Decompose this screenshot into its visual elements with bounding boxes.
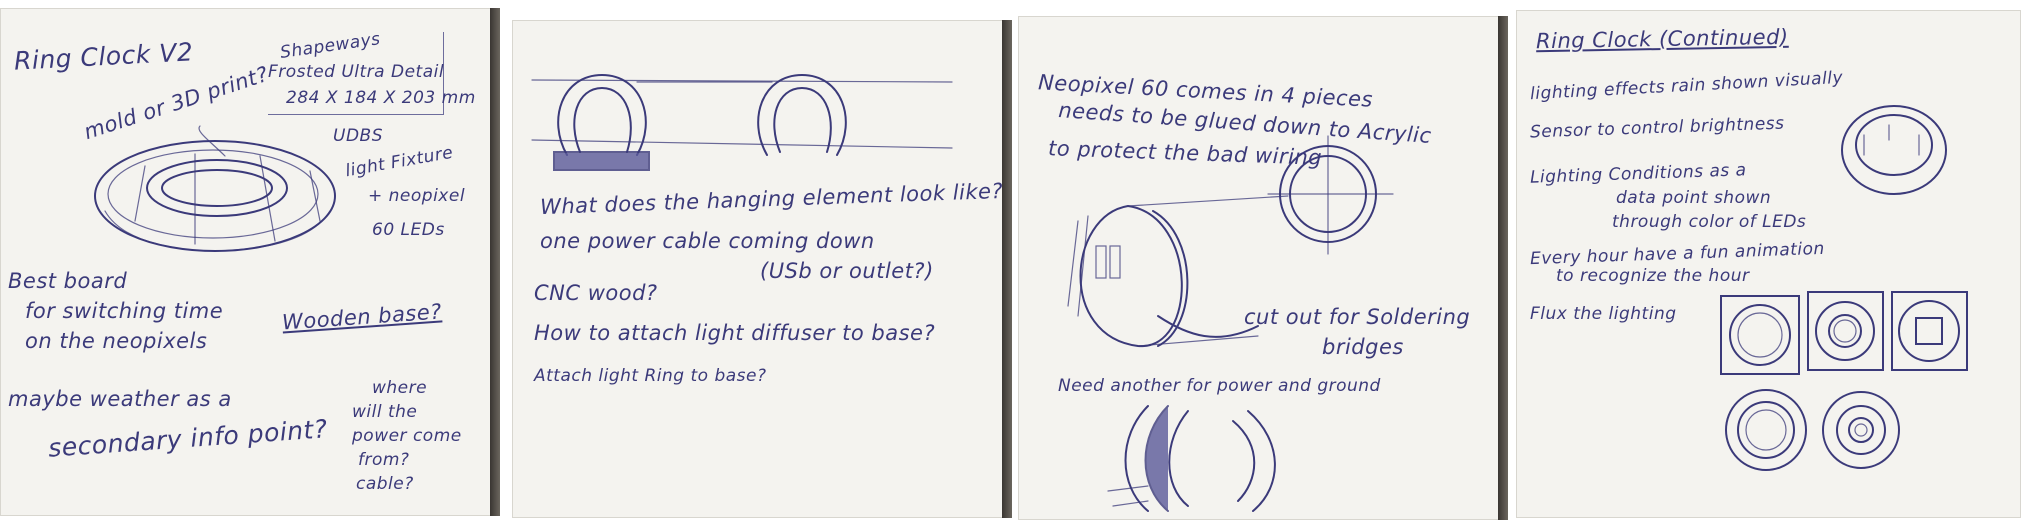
note-attach-diffuser: How to attach light diffuser to base?: [534, 321, 936, 345]
note-cnc-wood: CNC wood?: [534, 281, 658, 305]
note-udbs: UDBS: [333, 126, 383, 146]
note-wooden-base: Wooden base?: [281, 299, 443, 335]
page-title: Ring Clock V2: [13, 37, 194, 76]
bullet-flux-lighting: Flux the lighting: [1530, 304, 1677, 324]
notebook-page-2: What does the hanging element look like?…: [512, 20, 1012, 518]
notebook-page-3: Neopixel 60 comes in 4 pieces needs to b…: [1018, 16, 1508, 520]
note-on-neopixels: on the neopixels: [25, 329, 208, 353]
note-cutout-soldering: cut out for Soldering: [1244, 305, 1471, 329]
note-secondary-info: secondary info point?: [47, 414, 329, 463]
note-color-leds: through color of LEDs: [1612, 212, 1807, 232]
note-power-will: will the: [352, 402, 418, 422]
notebook-page-1: Ring Clock V2 mold or 3D print? Shapeway…: [0, 8, 500, 516]
bullet-lighting-conditions: Lighting Conditions as a: [1529, 160, 1747, 188]
ring-clock-sketch: [94, 125, 336, 252]
note-hanging-element: What does the hanging element look like?: [539, 178, 1004, 220]
note-power-come: power come: [352, 426, 462, 446]
note-power-cable: cable?: [356, 474, 414, 494]
note-60-leds: 60 LEDs: [372, 220, 445, 240]
ring-cross-section-sketch: [531, 73, 953, 171]
page-edge: [1498, 16, 1508, 520]
note-best-board: Best board: [8, 269, 128, 293]
note-shapeways-size: 284 X 184 X 203 mm: [286, 88, 476, 108]
note-bridges: bridges: [1322, 335, 1404, 359]
note-neopixel: + neopixel: [368, 186, 466, 206]
note-attach-ring: Attach light Ring to base?: [534, 366, 767, 386]
neopixel-ring-sketch: [1267, 135, 1394, 255]
bullet-hourly-animation: Every hour have a fun animation: [1529, 238, 1826, 270]
bullet-lighting-effects: lighting effects rain shown visually: [1529, 67, 1844, 105]
note-weather: maybe weather as a: [8, 387, 232, 411]
shapeways-box: [268, 32, 444, 115]
note-power-from: from?: [358, 450, 410, 470]
note-data-point: data point shown: [1616, 188, 1772, 208]
note-power-ground: Need another for power and ground: [1058, 376, 1381, 396]
note-shapeways-material: Frosted Ultra Detail: [268, 62, 445, 82]
ring-segment-sketch: [1107, 405, 1276, 512]
bullet-sensor-brightness: Sensor to control brightness: [1529, 113, 1785, 143]
note-power-cable: one power cable coming down: [540, 229, 875, 253]
solder-cutout-sketch: [1067, 195, 1289, 348]
note-recognize-hour: to recognize the hour: [1556, 266, 1750, 286]
note-power-where: where: [372, 378, 428, 398]
lighting-pattern-sketches: [1720, 291, 1968, 471]
page-edge: [1002, 20, 1012, 518]
note-usb-outlet: (USb or outlet?): [760, 259, 934, 283]
note-switching-time: for switching time: [25, 299, 224, 323]
page-edge: [490, 8, 500, 516]
ring-diffuser-sketch: [1841, 105, 1947, 195]
page-title: Ring Clock (Continued): [1535, 24, 1789, 54]
notebook-page-4: Ring Clock (Continued) lighting effects …: [1516, 10, 2021, 518]
